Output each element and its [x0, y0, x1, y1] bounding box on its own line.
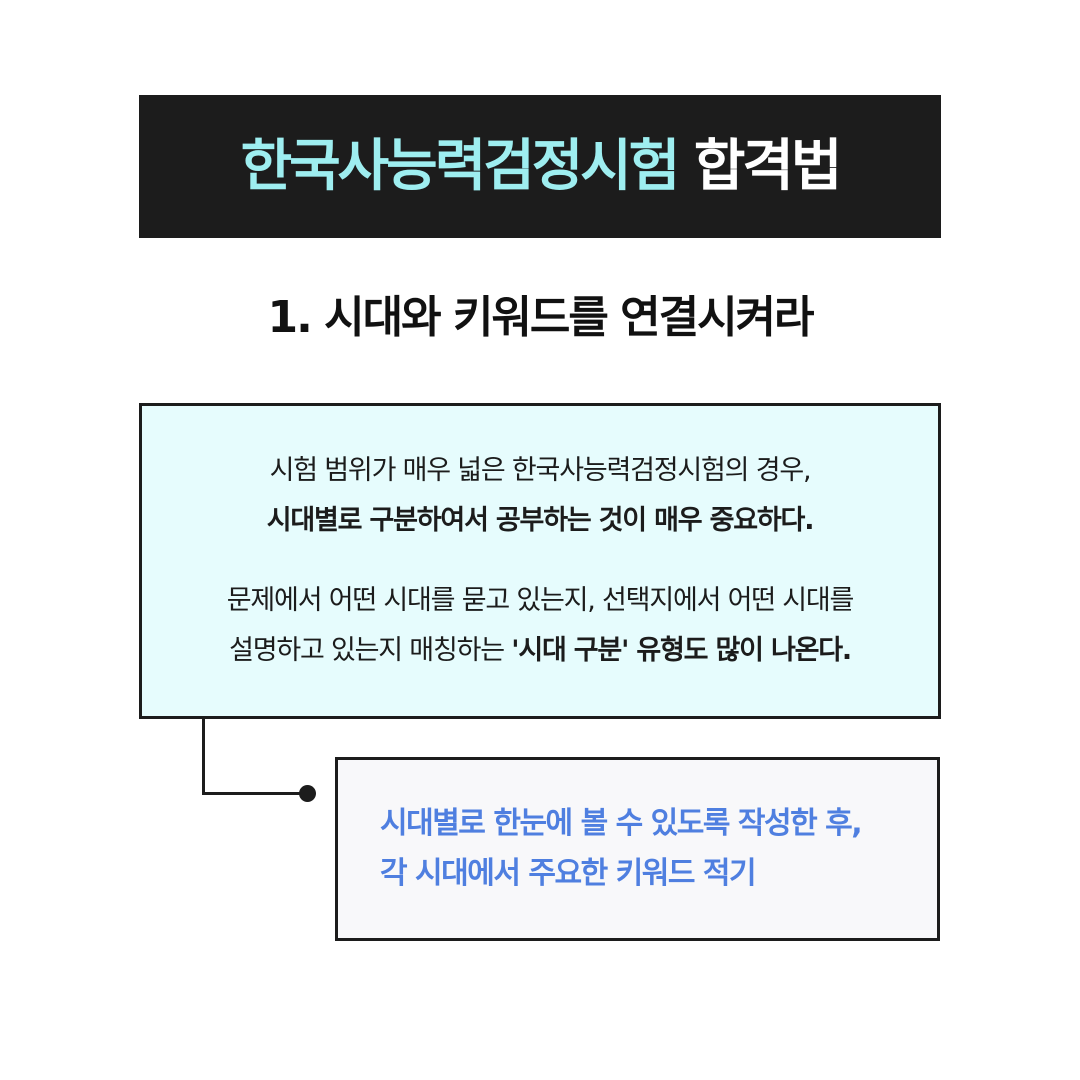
title-plain-text: 합격법 — [693, 133, 843, 199]
connector-dot — [299, 785, 316, 802]
info-paragraph-1-line-1: 시험 범위가 매우 넓은 한국사능력검정시험의 경우, — [269, 455, 812, 486]
info-paragraph-2-line-1: 문제에서 어떤 시대를 묻고 있는지, 선택지에서 어떤 시대를 — [226, 585, 855, 616]
title-banner: 한국사능력검정시험 합격법 — [139, 95, 941, 238]
info-paragraph-1-line-2: 시대별로 구분하여서 공부하는 것이 매우 중요하다. — [266, 505, 815, 536]
tip-line-1: 시대별로 한눈에 볼 수 있도록 작성한 후, — [380, 806, 863, 841]
section-heading: 1. 시대와 키워드를 연결시켜라 — [267, 292, 814, 343]
info-paragraph-2-line-2-bold: '시대 구분' 유형도 많이 나온다. — [511, 635, 852, 666]
tip-box: 시대별로 한눈에 볼 수 있도록 작성한 후, 각 시대에서 주요한 키워드 적… — [335, 757, 940, 941]
connector-vertical-line — [202, 719, 205, 795]
connector-horizontal-line — [202, 792, 306, 795]
tip-line-2: 각 시대에서 주요한 키워드 적기 — [380, 856, 757, 891]
info-paragraph-2-line-2-plain: 설명하고 있는지 매칭하는 — [229, 635, 512, 666]
info-box: 시험 범위가 매우 넓은 한국사능력검정시험의 경우, 시대별로 구분하여서 공… — [139, 403, 941, 719]
title-accent-text: 한국사능력검정시험 — [240, 133, 681, 199]
info-paragraph-2-line-2: 설명하고 있는지 매칭하는 '시대 구분' 유형도 많이 나온다. — [229, 626, 852, 676]
page-title: 한국사능력검정시험 합격법 — [241, 138, 843, 195]
